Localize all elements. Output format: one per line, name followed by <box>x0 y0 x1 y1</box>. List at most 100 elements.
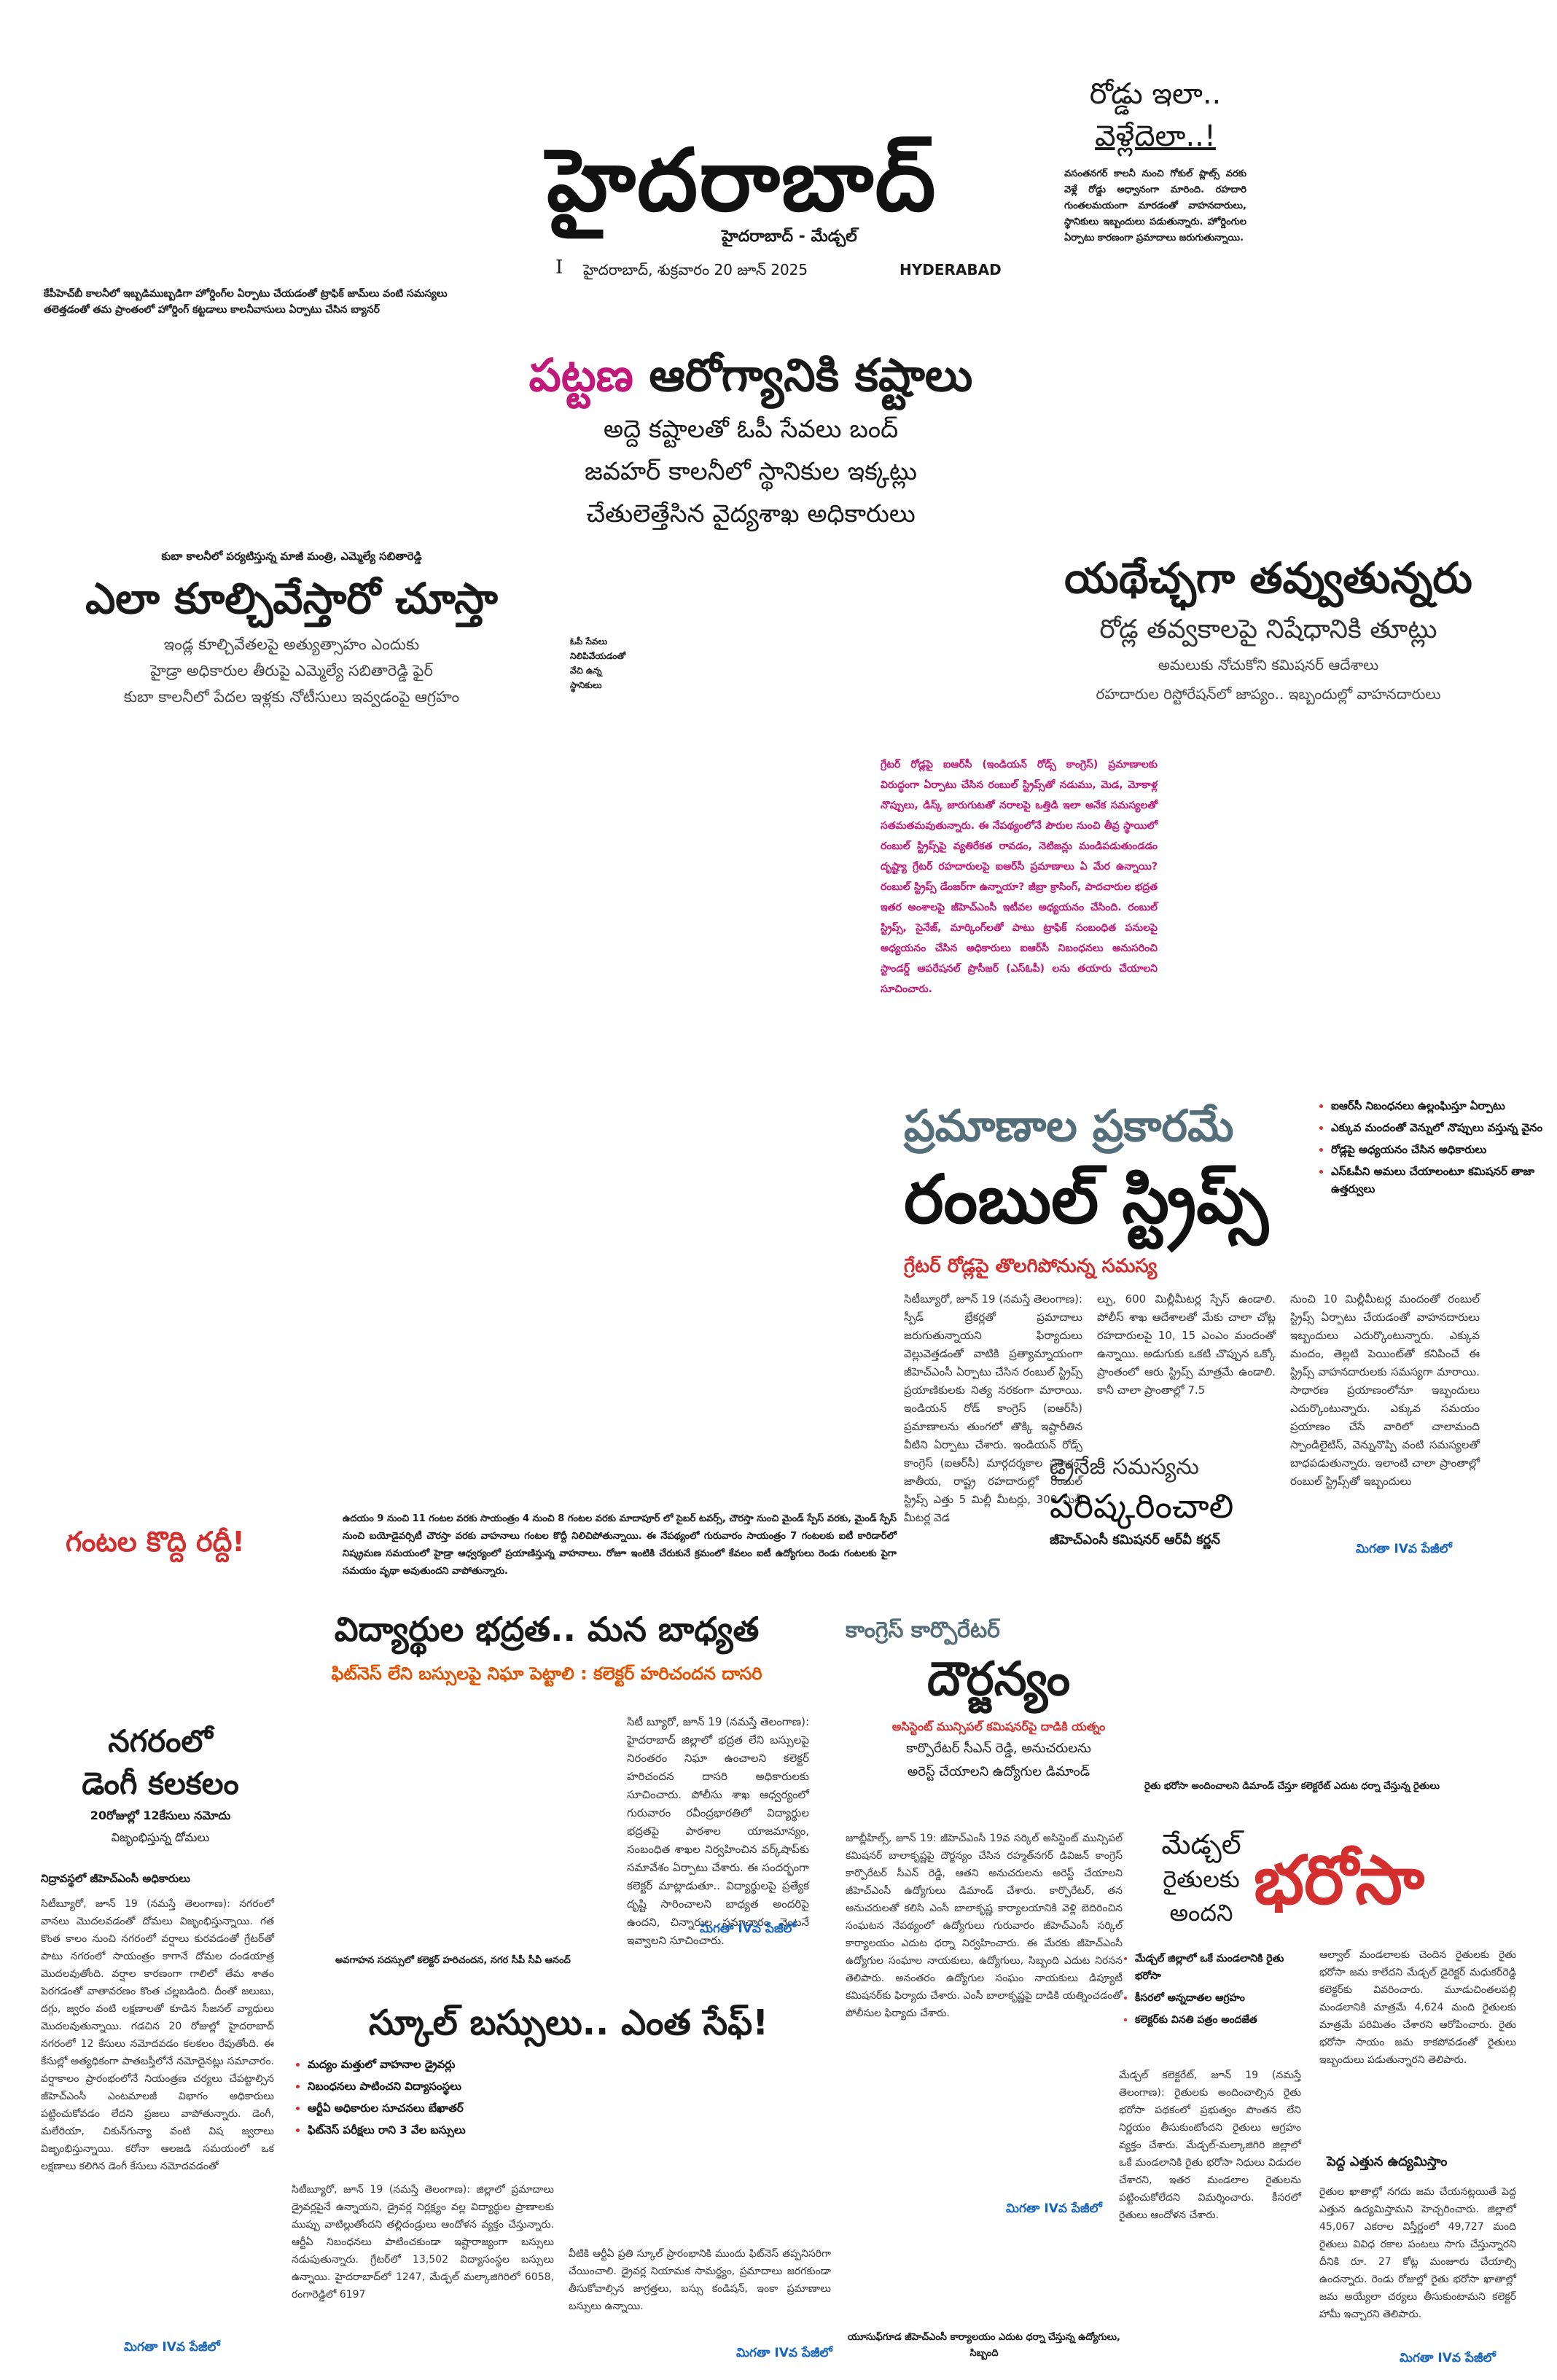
rumble-story: ప్రమాణాల ప్రకారమే రంబుల్ స్ట్రిప్స్ గ్రే… <box>875 1097 1542 1564</box>
bharosa-column-1: మేడ్చల్ కలెక్టరేట్, జూన్ 19 (నమస్తే తెలం… <box>1119 2069 1301 2221</box>
rumble-headline: రంబుల్ స్ట్రిప్స్ <box>904 1160 1268 1238</box>
drainage-headline: పరిష్కరించాలి <box>1050 1486 1234 1526</box>
rumble-column-1: సిటీబ్యూరో, జూన్ 19 (నమస్తే తెలంగాణ): స్… <box>904 1292 1082 1524</box>
student-subhead: ఫిట్‌నెస్ లేని బస్సులపై నిఘా పెట్టాలి : … <box>331 1663 762 1684</box>
dengue-deck-1: 20రోజుల్లో 12కేసులు నమోదు <box>90 1809 231 1822</box>
corporator-continued[interactable]: మిగతా IVవ పేజీలో <box>1006 2201 1102 2216</box>
lead-headline-rest: ఆరోగ్యానికి కష్టాలు <box>649 348 973 402</box>
bus-bullet-3: ఆర్టీఏ అధికారుల సూచనలు బేఖాతర్ <box>308 2099 570 2117</box>
road-story: రోడ్డు ఇలా.. వెళ్లేదెలా..! వసంతనగర్ కాలన… <box>1064 73 1246 246</box>
digging-deck-2: రహదారుల రిస్టోరేషన్‌లో జాప్యం.. ఇబ్బందుల… <box>1096 685 1441 703</box>
bharosa-column-2: ఆల్వాల్ మండలాలకు చెందిన రైతులకు రైతు భరో… <box>1319 1949 1516 2066</box>
road-digging-story: యథేచ్ఛగా తవ్వుతున్నరు రోడ్ల తవ్వకాలపై ని… <box>1013 547 1523 709</box>
page-marker: I <box>555 257 563 278</box>
note-line-2: తలెత్తడంతో తమ ప్రాంతంలో హోర్డింగ్ కట్టడా… <box>44 304 380 316</box>
kuba-deck-1: ఇండ్ల కూల్చివేతలపై అత్యుత్సాహం ఎందుకు <box>163 636 420 653</box>
traffic-headline: గంటల కొద్ది రద్దీ! <box>66 1526 245 1558</box>
bharosa-continued[interactable]: మిగతా IVవ పేజీలో <box>1400 2351 1496 2365</box>
rumble-subhead: గ్రేటర్ రోడ్లపై తొలగిపోనున్న సమస్య <box>904 1255 1158 1277</box>
bharosa-headline: భరోసా <box>1254 1841 1425 1919</box>
bharosa-pedda: పెద్ద ఎత్తున ఉద్యమిస్తాం <box>1327 2154 1448 2169</box>
op-caption-line-1: ఓపీ సేవలు <box>570 636 608 647</box>
kuba-story: కుబా కాలనీలో పర్యటిస్తున్న మాజీ మంత్రి, … <box>29 547 554 710</box>
rumble-bullet-4: ఎస్‌ఓపీని అమలు చేయాలంటూ కమిషనర్ తాజా ఉత్… <box>1331 1163 1547 1198</box>
corporator-caption: యూసుఫ్‌గూడ జీహెచ్‌ఎంసీ కార్యాలయం ఎదుట ధర… <box>848 2332 1120 2359</box>
bharosa-bullets: మేడ్చల్ జిల్లాలో ఒకే మండలానికి రైతు భరోస… <box>1119 1950 1310 2033</box>
dengue-headline-1: నగరంలో <box>108 1723 213 1759</box>
lead-deck-3: చేతులెత్తేసిన వైద్యశాఖ అధికారులు <box>586 499 916 528</box>
bharosa-column-3: రైతుల ఖాతాల్లో నగదు జమ చేయనట్లయితే పెద్ద… <box>1319 2186 1516 2320</box>
bus-body-2: వీటికి ఆర్టీఏ ప్రతి స్కూల్ ప్రారంభానికి … <box>569 2248 831 2312</box>
digging-headline: యథేచ్ఛగా తవ్వుతున్నరు <box>1064 553 1472 603</box>
road-headline-1: రోడ్డు ఇలా.. <box>1089 77 1222 111</box>
bharosa-bullet-1: మేడ్చల్ జిల్లాలో ఒకే మండలానికి రైతు భరోస… <box>1135 1950 1310 1985</box>
bus-headline: స్కూల్ బస్సులు.. ఎంత సేఫ్! <box>368 2002 769 2043</box>
rumble-kicker: ప్రమాణాల ప్రకారమే <box>904 1101 1234 1152</box>
school-bus-story: స్కూల్ బస్సులు.. ఎంత సేఫ్! మద్యం మత్తులో… <box>292 1997 846 2143</box>
rumble-intro-box: గ్రేటర్ రోడ్లపై ఐఆర్‌సీ (ఇండియన్ రోడ్స్ … <box>881 759 1158 995</box>
drainage-kicker: డ్రైనేజీ సమస్యను <box>1050 1454 1199 1480</box>
dengue-continued[interactable]: మిగతా IVవ పేజీలో <box>124 2340 220 2354</box>
student-body: సిటీ బ్యూరో, జూన్ 19 (నమస్తే తెలంగాణ): హ… <box>627 1715 809 1947</box>
traffic-body: ఉదయం 9 నుంచి 11 గంటల వరకు సాయంత్రం 4 నుం… <box>343 1513 897 1577</box>
rumble-bullets: ఐఆర్‌సీ నిబంధనలు ఉల్లంఘిస్తూ ఏర్పాటు ఎక్… <box>1315 1097 1547 1202</box>
lead-deck-2: జవహర్ కాలనీలో స్థానికుల ఇక్కట్లు <box>585 457 917 486</box>
op-caption-line-4: స్థానికులు <box>570 680 602 690</box>
bharosa-left-1: మేడ్చల్ <box>1161 1828 1241 1860</box>
bharosa-bullet-2: కీసరలో అన్నదాతల ఆగ్రహం <box>1135 1989 1310 2007</box>
bus-bullet-1: మద్యం మత్తులో వాహనాల డ్రైవర్లు <box>308 2056 570 2073</box>
corporator-body: జూబ్లీహిల్స్, జూన్ 19: జీహెచ్‌ఎంసీ 19వ స… <box>846 1833 1123 2019</box>
note-line-1: కేపీహెచ్‌బీ కాలనీలో ఇబ్బడిముబ్బడిగా హోర్… <box>44 288 448 300</box>
corporator-subhead: అసిస్టెంట్ మున్సిపల్ కమిషనర్‌పై దాడికి య… <box>891 1720 1106 1733</box>
corporator-kicker: కాంగ్రెస్ కార్పొరేటర్ <box>846 1618 1000 1643</box>
drainage-story: డ్రైనేజీ సమస్యను పరిష్కరించాలి జీహెచ్‌ఎం… <box>1050 1452 1327 1551</box>
bus-bullet-4: ఫిట్‌నెస్ పరీక్షలు రాని 3 వేల బస్సులు <box>308 2121 570 2139</box>
lead-deck-1: అద్దె కష్టాలతో ఓపీ సేవలు బంద్ <box>603 415 899 444</box>
lead-story: పట్టణ ఆరోగ్యానికి కష్టాలు అద్దె కష్టాలతో… <box>437 343 1064 535</box>
corporator-headline: దౌర్జన్యం <box>926 1653 1071 1706</box>
bharosa-kicker: రైతు భరోసా అందించాలని డిమాండ్ చేస్తూ కలె… <box>1144 1781 1440 1792</box>
bus-bullets: మద్యం మత్తులో వాహనాల డ్రైవర్లు నిబంధనలు … <box>292 2056 570 2139</box>
bharosa-left-3: అందని <box>1169 1899 1233 1927</box>
op-caption-line-2: నిలిపివేయడంతో <box>570 651 626 661</box>
dengue-deck-2: విజృంభిస్తున్న దోమలు <box>111 1830 210 1844</box>
bharosa-left-2: రైతులకు <box>1163 1865 1240 1893</box>
lead-headline-highlight: పట్టణ <box>528 348 633 402</box>
op-caption-line-3: వేచి ఉన్న <box>570 666 602 676</box>
student-continued[interactable]: మిగతా IVవ పేజీలో <box>700 1921 796 1936</box>
road-headline-2: వెళ్లేదెలా..! <box>1095 120 1216 153</box>
bus-continued[interactable]: మిగతా IVవ పేజీలో <box>736 2346 832 2360</box>
road-body: వసంతనగర్ కాలనీ నుంచి గోకుల్ ప్లాట్స్ వరక… <box>1064 168 1246 243</box>
digging-deck-1: అమలుకు నోచుకోని కమిషనర్ ఆదేశాలు <box>1158 656 1379 674</box>
masthead: హైదరాబాద్ హైదరాబాద్ - మేడ్చల్ I హైదరాబాద… <box>547 125 1013 286</box>
rumble-bullet-3: రోడ్లపై అధ్యయనం చేసిన అధికారులు <box>1331 1141 1547 1158</box>
drainage-sub: జీహెచ్‌ఎంసీ కమిషనర్ ఆర్‌వీ కర్ణన్ <box>1050 1532 1220 1548</box>
dengue-story: నగరంలో డెంగీ కలకలం 20రోజుల్లో 12కేసులు న… <box>36 1720 284 1849</box>
dengue-deck-3: నిద్రావస్థలో జీహెచ్‌ఎంసీ అధికారులు <box>41 1872 190 1885</box>
rumble-column-3: నుంచి 10 మిల్లీమీటర్ల మందంతో రంబుల్ స్ట్… <box>1290 1292 1480 1488</box>
rumble-column-2: ల్పు, 600 మిల్లీమీటర్ల స్పేస్ ఉండాలి. పో… <box>1097 1292 1276 1397</box>
student-safety-story: విద్యార్థుల భద్రత.. మన బాధ్యత ఫిట్‌నెస్ … <box>248 1604 846 1688</box>
masthead-sub: హైదరాబాద్ - మేడ్చల్ <box>722 227 857 246</box>
student-caption: అవగాహన సదస్సులో కలెక్టర్ హరిచందన, నగర సీ… <box>335 1955 571 1966</box>
lead-headline: పట్టణ ఆరోగ్యానికి కష్టాలు <box>437 343 1064 408</box>
rumble-continued[interactable]: మిగతా IVవ పేజీలో <box>1356 1542 1452 1556</box>
corporator-story: కాంగ్రెస్ కార్పొరేటర్ దౌర్జన్యం అసిస్టెం… <box>846 1615 1152 1784</box>
kuba-headline: ఎలా కూల్చివేస్తారో చూస్తా <box>85 574 498 623</box>
dengue-headline-2: డెంగీ కలకలం <box>82 1766 239 1801</box>
kuba-deck-2: హైడ్రా అధికారుల తీరుపై ఎమ్మెల్యే సబితారె… <box>150 662 433 679</box>
kuba-deck-3: కుబా కాలనీలో పేదల ఇళ్లకు నోటీసులు ఇవ్వడం… <box>123 688 460 706</box>
bharosa-bullet-3: కలెక్టర్‌కు వినతి పత్రం అందజేత <box>1135 2011 1310 2029</box>
edition-label: HYDERABAD <box>900 261 1002 278</box>
date-line: హైదరాబాద్, శుక్రవారం 20 జూన్ 2025 <box>583 261 808 278</box>
student-headline: విద్యార్థుల భద్రత.. మన బాధ్యత <box>334 1610 760 1649</box>
corporator-deck-2: అరెస్ట్ చేయాలని ఉద్యోగుల డిమాండ్ <box>907 1764 1090 1779</box>
masthead-title: హైదరాబాద్ <box>547 129 937 230</box>
kuba-kicker: కుబా కాలనీలో పర్యటిస్తున్న మాజీ మంత్రి, … <box>161 550 422 563</box>
op-photo-caption: ఓపీ సేవలు నిలిపివేయడంతో వేచి ఉన్న స్థాని… <box>570 634 657 692</box>
bus-bullet-2: నిబంధనలు పాటించని విద్యాసంస్థలు <box>308 2077 570 2095</box>
bus-body-1: సిటీబ్యూరో, జూన్ 19 (నమస్తే తెలంగాణ): జి… <box>292 2184 554 2301</box>
rumble-bullet-2: ఎక్కువ మందంతో వెన్నులో నొప్పులు వస్తున్న… <box>1331 1119 1547 1136</box>
digging-subhead: రోడ్ల తవ్వకాలపై నిషేధానికి తూట్లు <box>1099 614 1437 644</box>
bharosa-left-head: మేడ్చల్ రైతులకు అందని <box>1128 1826 1274 1930</box>
